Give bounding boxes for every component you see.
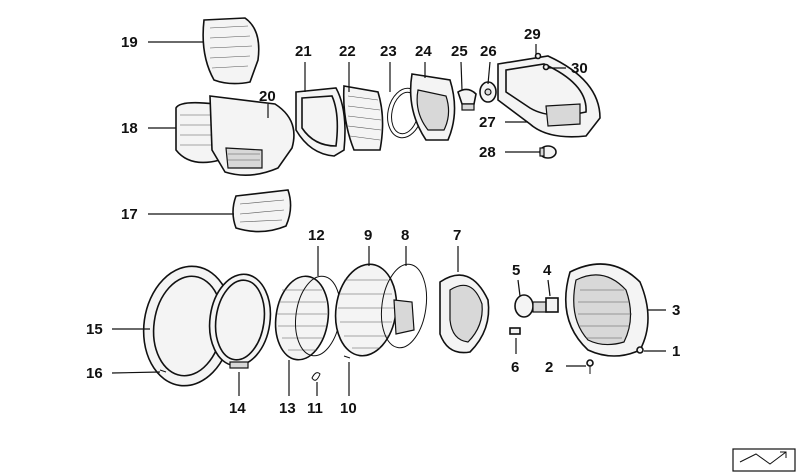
callout-29: 29 <box>524 26 541 43</box>
callout-19: 19 <box>121 34 138 51</box>
callout-16: 16 <box>86 365 103 382</box>
part-1-nut <box>636 346 644 354</box>
callout-21: 21 <box>295 43 312 60</box>
callout-7: 7 <box>453 227 461 244</box>
catalog-page-icon <box>732 448 796 472</box>
part-8-ring <box>380 263 428 349</box>
part-20-housing <box>209 95 295 176</box>
callout-3: 3 <box>672 302 680 319</box>
part-29-screw <box>534 52 542 60</box>
part-4-bulb-holder <box>545 297 559 313</box>
callout-9: 9 <box>364 227 372 244</box>
callout-2: 2 <box>545 359 553 376</box>
callout-14: 14 <box>229 400 246 417</box>
callout-23: 23 <box>380 43 397 60</box>
callout-13: 13 <box>279 400 296 417</box>
part-2-screw <box>586 359 594 374</box>
part-27-housing <box>497 55 601 138</box>
callout-5: 5 <box>512 262 520 279</box>
callout-1: 1 <box>672 343 680 360</box>
callout-30: 30 <box>571 60 588 77</box>
callout-24: 24 <box>415 43 432 60</box>
part-25-bulb <box>457 88 477 111</box>
callout-11: 11 <box>307 400 323 417</box>
callout-4: 4 <box>543 262 552 279</box>
part-11-spring <box>311 372 321 381</box>
part-22-lens <box>342 85 384 151</box>
part-6-bulb <box>509 327 521 335</box>
part-24-reflector <box>409 73 456 141</box>
part-30-screw <box>542 63 550 71</box>
part-16-screw <box>159 369 167 373</box>
part-7-reflector <box>439 274 490 354</box>
part-21-frame <box>295 87 346 157</box>
callout-17: 17 <box>121 206 138 223</box>
callout-labels: 19 18 20 17 21 22 23 24 25 26 29 30 27 2… <box>86 26 680 417</box>
callout-12: 12 <box>308 227 325 244</box>
leader-lines <box>111 41 666 396</box>
callout-28: 28 <box>479 144 496 161</box>
part-17-lens <box>232 189 292 233</box>
callout-6: 6 <box>511 359 519 376</box>
callout-26: 26 <box>480 43 497 60</box>
part-5-bulb <box>514 294 548 318</box>
callout-20: 20 <box>259 88 276 105</box>
callout-8: 8 <box>401 227 409 244</box>
callout-27: 27 <box>479 114 496 131</box>
part-13-lens <box>274 275 330 361</box>
part-28-bulb <box>539 145 557 159</box>
callout-15: 15 <box>86 321 103 338</box>
callout-22: 22 <box>339 43 356 60</box>
part-14-retaining-ring <box>208 273 272 369</box>
callout-10: 10 <box>340 400 357 417</box>
callout-18: 18 <box>121 120 138 137</box>
part-9-sealed-beam <box>334 263 415 357</box>
part-10-screw <box>343 355 351 359</box>
part-26-socket <box>479 81 497 103</box>
part-3-headlamp-shell <box>564 263 649 357</box>
callout-25: 25 <box>451 43 468 60</box>
part-19-lens <box>202 17 260 85</box>
